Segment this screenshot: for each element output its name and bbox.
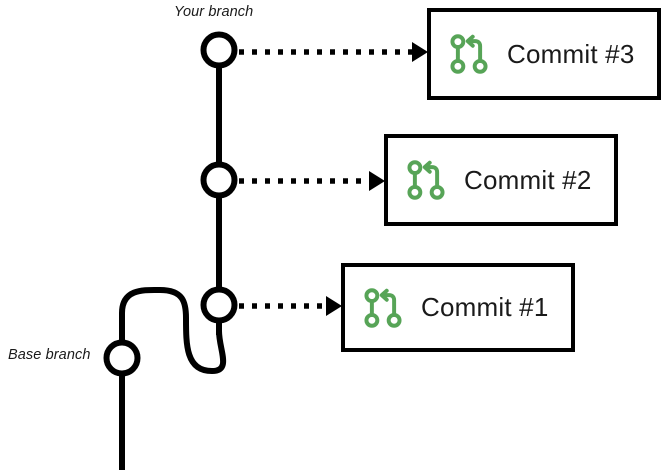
connector-arrow-commit-2: [239, 171, 385, 191]
arrowhead-commit-3: [412, 42, 428, 62]
connector-arrow-commit-1: [239, 296, 342, 316]
commit-label-2: Commit #2: [464, 164, 592, 195]
your-branch-commit-3-node[interactable]: [200, 31, 238, 69]
git-pull-request-icon: [407, 160, 445, 200]
git-pull-request-icon: [364, 287, 402, 328]
commit-card-1[interactable]: Commit #1: [341, 263, 575, 352]
your-branch-label: Your branch: [174, 4, 254, 20]
commit-card-2[interactable]: Commit #2: [384, 134, 618, 226]
your-branch-commit-1-node[interactable]: [200, 286, 238, 324]
arrowhead-commit-1: [326, 296, 342, 316]
base-branch-node[interactable]: [103, 339, 141, 377]
connector-arrow-commit-3: [239, 42, 428, 62]
commit-label-3: Commit #3: [507, 38, 635, 69]
base-branch-label: Base branch: [8, 347, 91, 363]
branch-fork-curve: [119, 286, 227, 375]
commit-card-3[interactable]: Commit #3: [427, 8, 661, 100]
commit-label-1: Commit #1: [421, 292, 549, 322]
arrowhead-commit-2: [369, 171, 385, 191]
git-pull-request-icon: [450, 34, 488, 74]
your-branch-commit-2-node[interactable]: [200, 161, 238, 199]
